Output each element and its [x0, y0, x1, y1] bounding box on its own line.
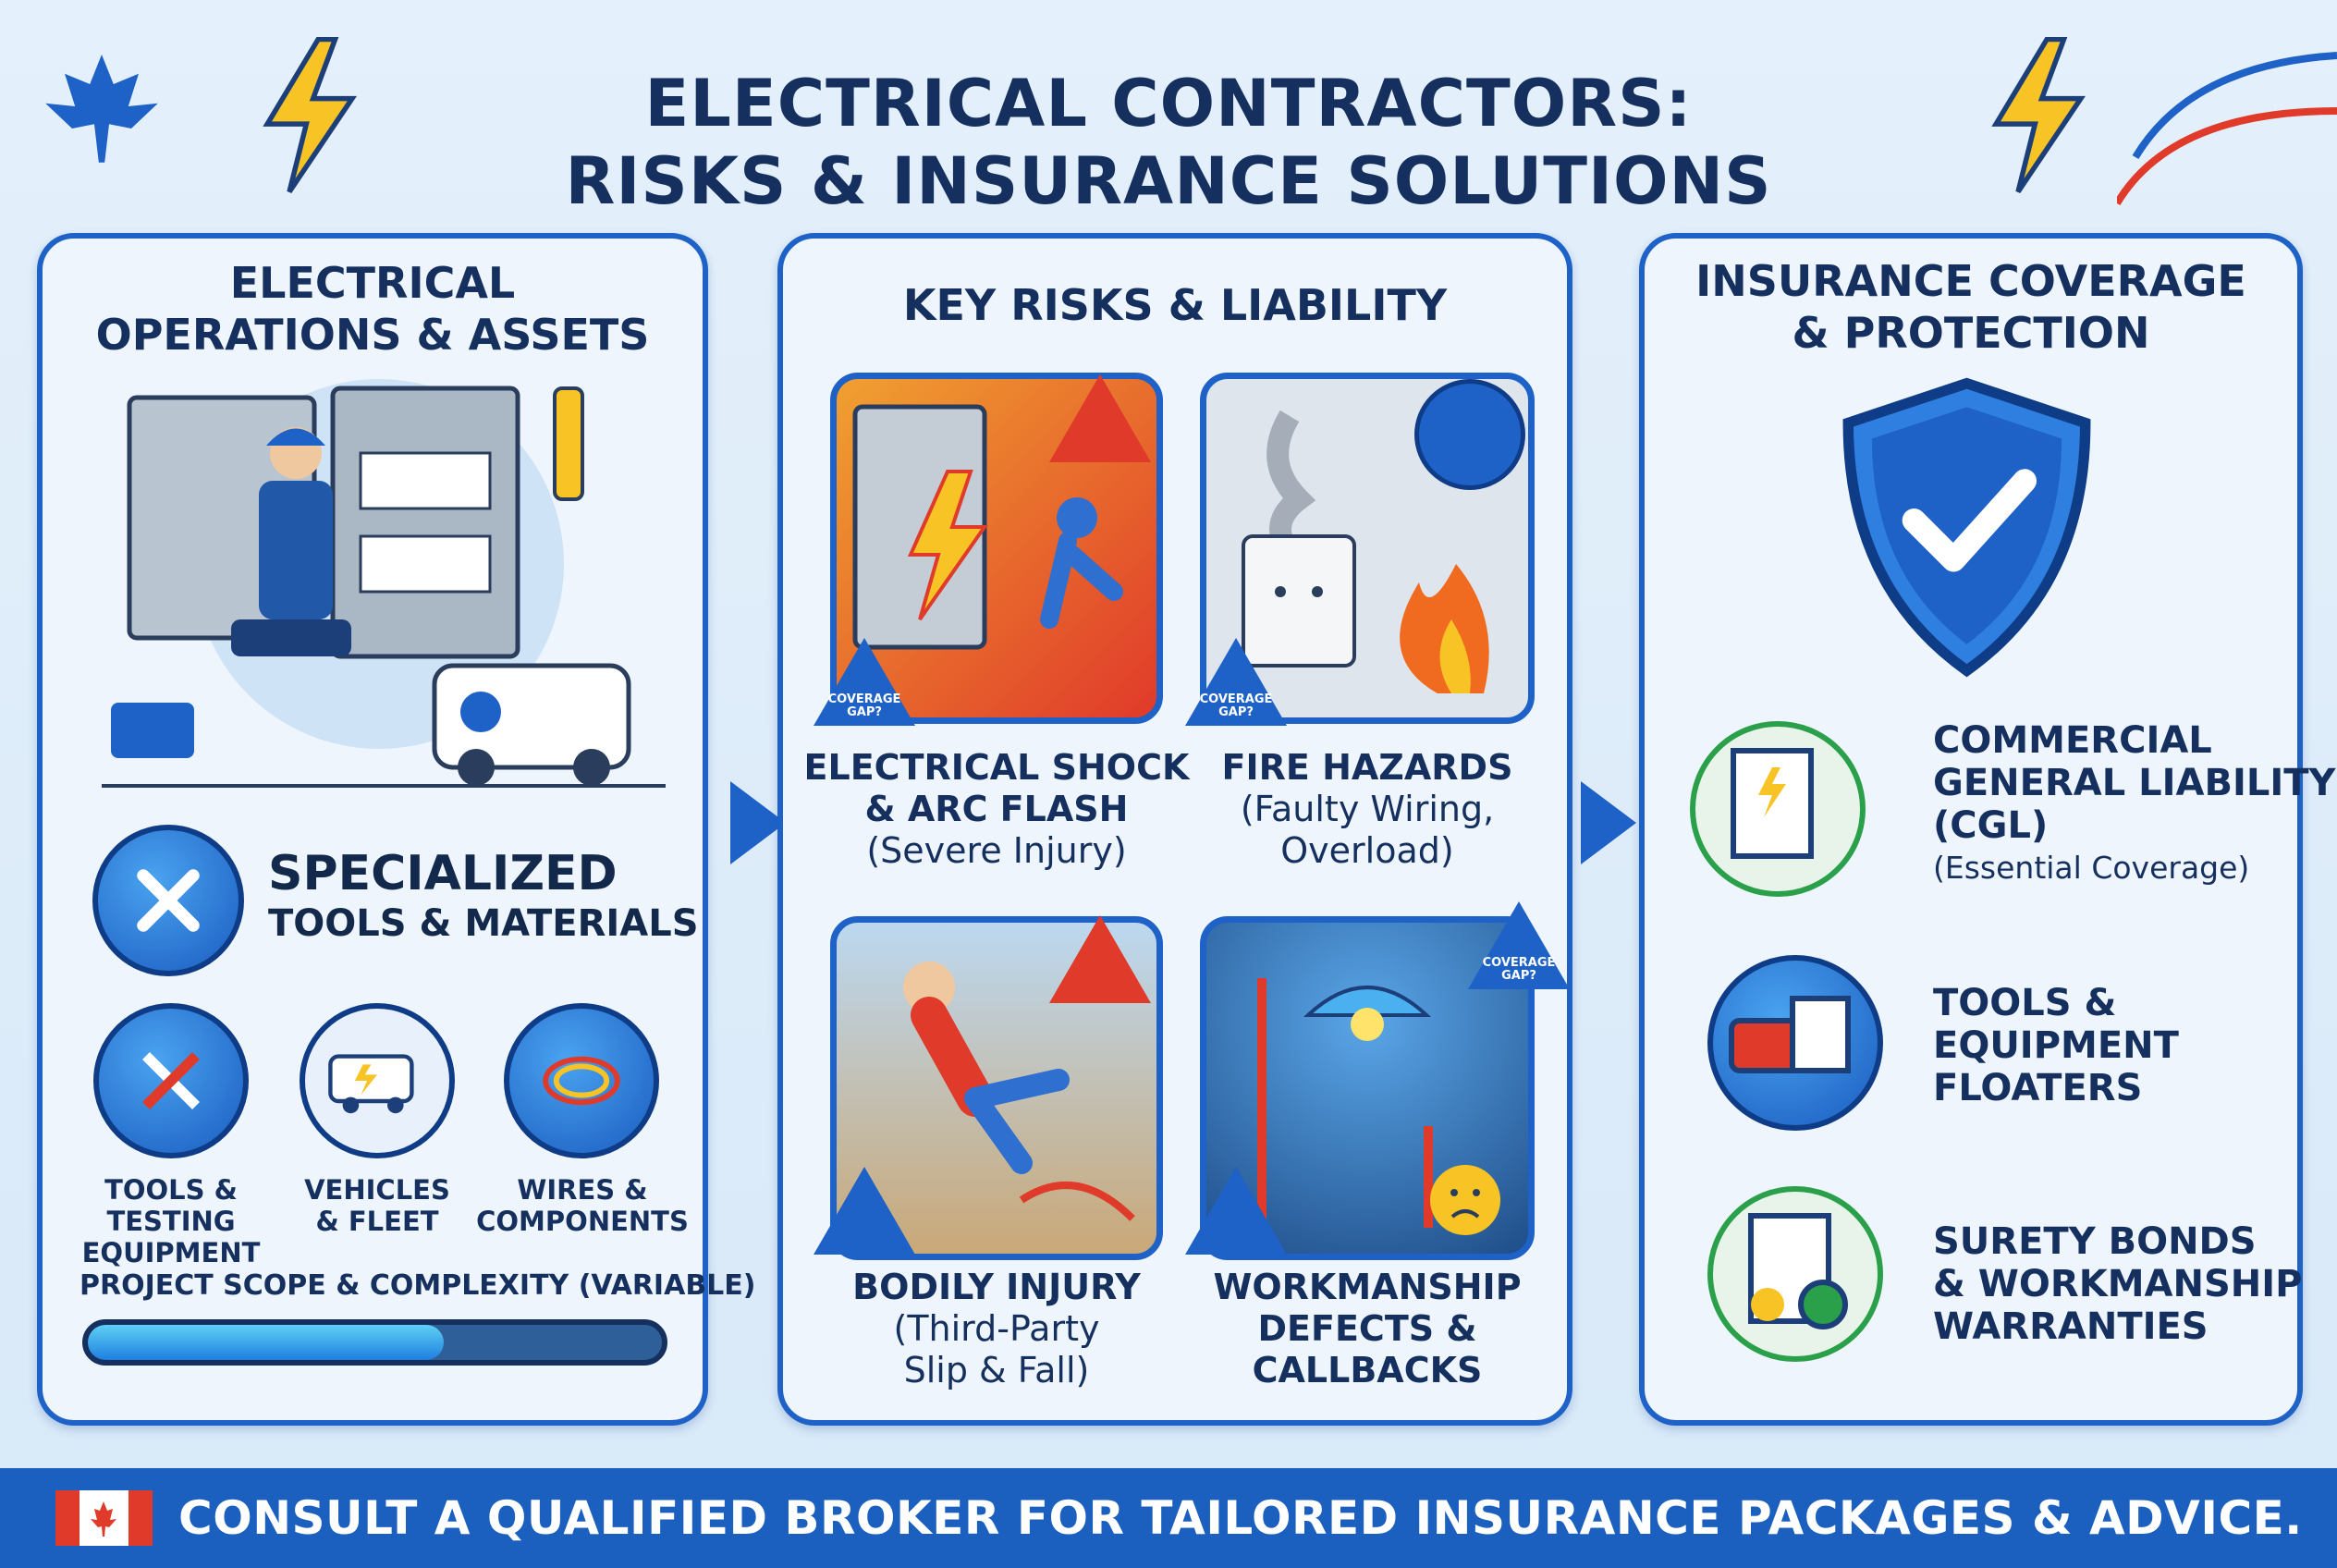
- label-line: SPECIALIZED: [268, 846, 618, 901]
- badge-text: COVERAGE GAP?: [827, 692, 901, 719]
- fire-extinguisher-icon: [1414, 379, 1525, 490]
- warning-icon: [1049, 374, 1151, 462]
- wires-components-icon: [504, 1003, 659, 1158]
- heading-line: ELECTRICAL: [229, 258, 516, 308]
- label-line: (Faulty Wiring,: [1240, 789, 1495, 829]
- coverage-gap-badge: COVERAGE GAP?: [1185, 638, 1287, 726]
- label-line: WARRANTIES: [1933, 1305, 2209, 1348]
- label-line: (Severe Injury): [866, 830, 1127, 871]
- canada-flag-icon: [55, 1490, 153, 1546]
- arrow-right-icon: [1581, 781, 1636, 864]
- page-title: ELECTRICAL CONTRACTORS:RISKS & INSURANCE…: [0, 65, 2337, 220]
- lightning-bolt-icon: [263, 37, 357, 194]
- label-note: (Essential Coverage): [1933, 850, 2250, 886]
- warning-icon: [1185, 1167, 1287, 1255]
- label-line: FLOATERS: [1933, 1067, 2143, 1109]
- progress-label: PROJECT SCOPE & COMPLEXITY (VARIABLE): [80, 1269, 756, 1302]
- label-line: DEFECTS &: [1257, 1308, 1477, 1349]
- cable-plug-icon: [2117, 52, 2337, 206]
- label-line: Slip & Fall): [903, 1350, 1090, 1390]
- arrow-right-icon: [730, 781, 786, 864]
- title-line-1: ELECTRICAL CONTRACTORS:: [644, 66, 1693, 141]
- label-line: TOOLS &: [1933, 982, 2117, 1024]
- label-line: GENERAL LIABILITY: [1933, 762, 2336, 804]
- tools-floater-icon: [1707, 955, 1883, 1131]
- risk-label-fire: FIRE HAZARDS(Faulty Wiring,Overload): [1182, 747, 1552, 872]
- coverage-heading: INSURANCE COVERAGE& PROTECTION: [1639, 255, 2303, 359]
- vehicles-fleet-icon: [300, 1003, 455, 1158]
- risk-label-shock: ELECTRICAL SHOCK& ARC FLASH(Severe Injur…: [793, 747, 1200, 872]
- specialized-tools-icon: [92, 825, 244, 976]
- label-line: & FLEET: [315, 1206, 439, 1237]
- asset-label-vehicles: VEHICLES& FLEET: [294, 1174, 460, 1237]
- label-line: EQUIPMENT: [1933, 1024, 2179, 1067]
- label-line: BODILY INJURY: [852, 1267, 1141, 1307]
- electrician-illustration: [102, 379, 666, 788]
- cgl-policy-icon: [1690, 721, 1866, 897]
- label-line: Overload): [1280, 830, 1454, 871]
- project-scope-progress-bar: [82, 1319, 667, 1366]
- label-line: VEHICLES: [304, 1174, 450, 1206]
- coverage-gap-badge: COVERAGE GAP?: [1468, 901, 1570, 989]
- asset-label-wires: WIRES &COMPONENTS: [462, 1174, 703, 1237]
- title-line-2: RISKS & INSURANCE SOLUTIONS: [565, 143, 1772, 219]
- label-line: ELECTRICAL SHOCK: [803, 747, 1190, 788]
- label-line: (Third-Party: [893, 1308, 1100, 1349]
- badge-text: COVERAGE GAP?: [1199, 692, 1273, 719]
- coverage-gap-badge: COVERAGE GAP?: [814, 638, 915, 726]
- warning-icon: [814, 1167, 915, 1255]
- label-line: EQUIPMENT: [81, 1237, 261, 1268]
- risks-heading: KEY RISKS & LIABILITY: [902, 280, 1448, 330]
- label-line: CALLBACKS: [1252, 1350, 1483, 1390]
- label-line: SURETY BONDS: [1933, 1220, 2257, 1263]
- shield-check-icon: [1842, 377, 2091, 678]
- maple-leaf-icon: [45, 55, 158, 163]
- progress-fill: [88, 1325, 445, 1360]
- label-line: TOOLS & MATERIALS: [268, 902, 699, 945]
- heading-line: & PROTECTION: [1792, 308, 2150, 358]
- label-line: (CGL): [1933, 804, 2049, 847]
- badge-text: COVERAGE GAP?: [1482, 956, 1556, 983]
- lightning-bolt-icon: [1991, 37, 2086, 194]
- warning-icon: [1049, 915, 1151, 1003]
- label-line: TOOLS & TESTING: [104, 1174, 238, 1237]
- label-line: WORKMANSHIP: [1213, 1267, 1522, 1307]
- footer-text: CONSULT A QUALIFIED BROKER FOR TAILORED …: [178, 1491, 2303, 1545]
- label-line: & WORKMANSHIP: [1933, 1263, 2303, 1305]
- tools-testing-icon: [93, 1003, 249, 1158]
- surety-bond-icon: [1707, 1186, 1883, 1362]
- label-line: FIRE HAZARDS: [1221, 747, 1513, 788]
- label-line: COMMERCIAL: [1933, 719, 2212, 762]
- footer-banner: CONSULT A QUALIFIED BROKER FOR TAILORED …: [0, 1468, 2337, 1568]
- label-line: COMPONENTS: [476, 1206, 689, 1237]
- heading-line: INSURANCE COVERAGE: [1695, 256, 2246, 306]
- label-line: & ARC FLASH: [864, 789, 1129, 829]
- label-line: WIRES &: [517, 1174, 648, 1206]
- heading-line: OPERATIONS & ASSETS: [95, 310, 650, 360]
